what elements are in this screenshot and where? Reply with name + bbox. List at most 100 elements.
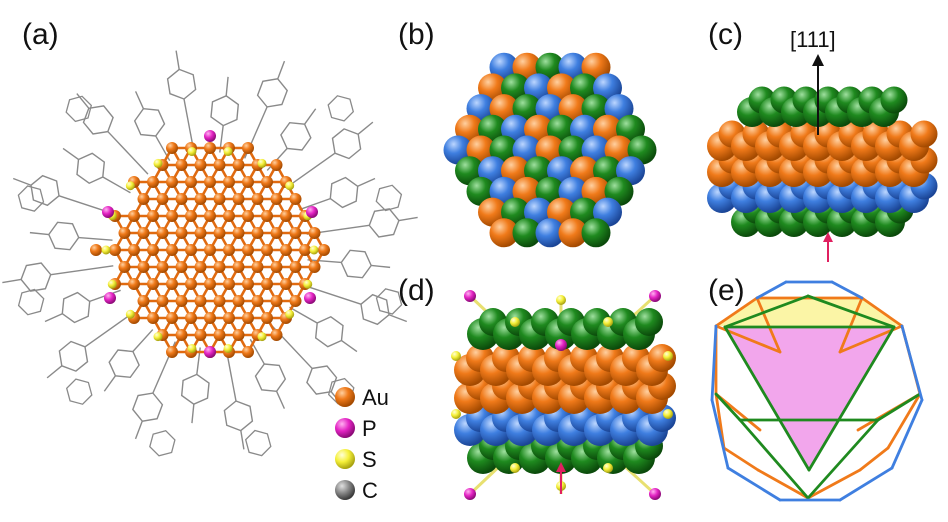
framework-edges <box>710 280 924 502</box>
ligand-s-bond <box>78 236 113 241</box>
gold-atom <box>147 244 159 256</box>
gold-atom <box>242 142 254 154</box>
ligand-s-bond <box>301 284 362 305</box>
panel-label-b: (b) <box>398 18 435 51</box>
sulfur-atom <box>187 343 197 353</box>
framework-edge <box>806 468 862 500</box>
gold-atom <box>223 176 235 188</box>
gold-atom <box>261 312 273 324</box>
ligand-ring <box>210 94 240 127</box>
ligand-s-bond <box>50 265 114 276</box>
ligand-ring <box>20 262 52 292</box>
gold-atom <box>166 346 178 358</box>
ligand-ring <box>375 288 403 315</box>
framework-edge <box>722 446 760 472</box>
gold-atom <box>242 244 254 256</box>
panel-a-cluster-structure <box>2 50 418 457</box>
ligand-methyl-bond <box>175 50 180 70</box>
gold-atom <box>232 193 245 205</box>
ligand-methyl-bond <box>12 177 32 186</box>
ligand-methyl-bond <box>29 231 49 236</box>
panel-b-kernel-top-view <box>443 52 657 248</box>
framework-edge <box>710 398 730 470</box>
framework-edge <box>714 392 726 450</box>
legend-c-label: C <box>362 478 378 503</box>
direction-111-arrow <box>812 54 824 135</box>
gold-atom <box>242 312 254 324</box>
gold-atom <box>213 193 226 205</box>
phosphorus-atom <box>649 290 661 302</box>
gold-atom <box>156 193 169 205</box>
ligand-methyl-bond <box>304 108 317 125</box>
framework-edge <box>755 296 782 354</box>
legend-item-au: Au <box>335 385 389 410</box>
gold-atom <box>232 261 245 273</box>
phosphorus-atom <box>304 292 316 304</box>
framework-edge <box>838 466 894 502</box>
gold-atom <box>270 159 283 171</box>
direction-label: [111] <box>790 27 836 52</box>
ligand-ring <box>180 373 210 406</box>
gold-atom <box>204 278 216 290</box>
legend-item-p: P <box>335 416 377 441</box>
gold-atom <box>251 261 264 273</box>
pink-marker-arrow-d <box>556 462 566 494</box>
gold-atom <box>213 329 226 341</box>
gold-atom <box>175 261 188 273</box>
gold-atom <box>194 295 207 307</box>
framework-edge <box>723 294 810 329</box>
panel-c-kernel-side-view <box>707 86 938 237</box>
ligand-methyl-bond <box>357 177 376 187</box>
gold-atom <box>185 278 197 290</box>
ligand-ring <box>375 184 403 212</box>
gold-atom <box>204 142 216 154</box>
gold-atom <box>242 210 254 222</box>
panel-e-polyhedral-framework <box>710 280 924 502</box>
framework-edge <box>890 398 924 470</box>
gold-atom <box>175 193 188 205</box>
gold-atom <box>166 278 178 290</box>
gold-atom <box>261 176 273 188</box>
ligand-ring <box>65 95 93 123</box>
ligand-ring <box>108 349 140 379</box>
gold-atom <box>318 244 330 256</box>
gold-atom <box>558 218 588 248</box>
ligand-ring <box>58 340 89 372</box>
gold-atom <box>213 261 226 273</box>
gold-atom <box>299 244 311 256</box>
ligand-ring <box>61 291 91 324</box>
framework-edge <box>858 446 890 472</box>
gold-atom <box>648 344 676 372</box>
ligand-ring <box>223 400 254 432</box>
gold-atom <box>232 227 245 239</box>
gold-atom <box>232 159 245 171</box>
gold-atom <box>137 193 150 205</box>
panel-label-a: (a) <box>22 18 59 51</box>
gold-atom <box>289 261 302 273</box>
ligand-methyl-bond <box>134 91 145 109</box>
gold-atom <box>128 244 140 256</box>
sulfur-atom <box>223 343 233 353</box>
gold-atom <box>910 120 938 148</box>
legend-item-s: S <box>335 447 377 472</box>
green-atom <box>635 308 663 336</box>
framework-edge <box>830 280 864 300</box>
legend-c-swatch <box>335 480 355 500</box>
ligand-methyl-bond <box>225 76 229 96</box>
gold-atom <box>128 278 140 290</box>
phosphorus-atom <box>102 206 114 218</box>
ligand-ring <box>314 315 344 348</box>
gold-atom <box>232 329 245 341</box>
phosphorus-atom <box>204 130 216 142</box>
gold-atom <box>270 295 283 307</box>
gold-atom <box>270 227 283 239</box>
gold-atom <box>185 210 197 222</box>
ligand-ring <box>132 392 164 422</box>
sulfur-atom <box>603 463 613 473</box>
sulfur-atom <box>285 181 295 191</box>
ligand-methyl-bond <box>275 391 286 409</box>
gold-atom <box>147 176 159 188</box>
sulfur-atom <box>107 279 117 289</box>
gold-atom <box>185 244 197 256</box>
legend-au-swatch <box>335 387 355 407</box>
